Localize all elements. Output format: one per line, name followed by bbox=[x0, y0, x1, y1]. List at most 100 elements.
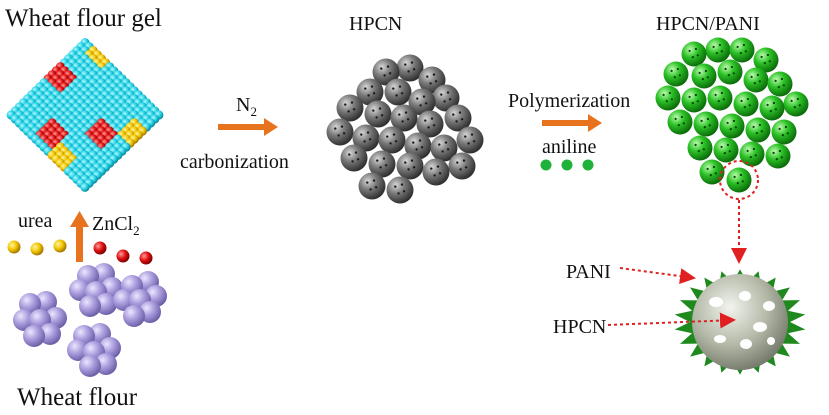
pani-sphere-pore bbox=[677, 124, 680, 127]
pani-sphere-pore bbox=[709, 174, 712, 177]
pani-sphere bbox=[765, 143, 791, 169]
pani-sphere-pore bbox=[696, 54, 699, 57]
pani-sphere-pore bbox=[712, 45, 715, 49]
hpcn-sphere-pore bbox=[412, 166, 416, 169]
hpcn-sphere bbox=[456, 126, 484, 154]
hpcn-sphere-pore bbox=[337, 134, 340, 137]
hpcn-sphere-pore bbox=[443, 100, 446, 103]
hpcn-sphere-pore bbox=[356, 158, 360, 161]
hpcn-sphere-pore bbox=[424, 102, 428, 105]
pani-sphere-pore bbox=[740, 99, 743, 102]
pani-sphere bbox=[783, 91, 809, 117]
hpcn-sphere-pore bbox=[404, 111, 408, 114]
hpcn-sphere bbox=[444, 104, 472, 132]
pani-sphere bbox=[713, 137, 739, 163]
pani-sphere bbox=[733, 91, 759, 117]
pani-sphere bbox=[729, 37, 755, 63]
hpcn-sphere-pore bbox=[416, 97, 419, 100]
hpcn-sphere-pore bbox=[352, 108, 356, 111]
hpcn-pani-title: HPCN/PANI bbox=[656, 13, 760, 35]
pani-sphere-pore bbox=[712, 165, 716, 169]
pani-sphere bbox=[667, 109, 693, 135]
hpcn-sphere-pore bbox=[366, 131, 370, 134]
pani-sphere-pore bbox=[758, 123, 762, 127]
pani-sphere bbox=[771, 119, 797, 145]
urea-label: urea bbox=[18, 210, 53, 232]
hpcn-sphere-pore bbox=[418, 139, 422, 142]
hpcn-sphere bbox=[340, 144, 368, 172]
hpcn-sphere-pore bbox=[429, 82, 432, 85]
hpcn-sphere-pore bbox=[407, 70, 410, 73]
flour-sphere bbox=[23, 325, 45, 347]
pani-sphere bbox=[739, 141, 765, 167]
pani-sphere bbox=[699, 159, 725, 185]
pani-sphere-pore bbox=[688, 95, 691, 98]
hpcn-sphere bbox=[368, 150, 396, 178]
hpcn-sphere-pore bbox=[426, 75, 429, 78]
aniline-label: aniline bbox=[542, 136, 597, 158]
n2-label: N2 bbox=[236, 95, 257, 118]
hpcn-sphere-pore bbox=[460, 118, 464, 121]
hpcn-sphere-pore bbox=[401, 120, 404, 123]
hpcn-sphere-pore bbox=[419, 104, 422, 107]
hpcn-sphere bbox=[416, 110, 444, 138]
pani-sphere-pore bbox=[732, 72, 735, 75]
pani-sphere-pore bbox=[741, 180, 744, 183]
zncl2-subscript: 2 bbox=[133, 223, 140, 238]
pani-sphere-pore bbox=[678, 74, 681, 77]
pani-sphere-pore bbox=[778, 149, 782, 153]
pani-sphere-pore bbox=[670, 98, 673, 101]
hpcn-sphere-pore bbox=[448, 98, 452, 101]
flour-sphere bbox=[79, 355, 101, 377]
pani-sphere-pore bbox=[691, 102, 694, 105]
hpcn-sphere-pore bbox=[438, 143, 441, 146]
pani-sphere-pore bbox=[724, 67, 727, 70]
pani-sphere bbox=[707, 85, 733, 111]
hpcn-sphere-pore bbox=[383, 74, 386, 77]
pani-sphere-pore bbox=[682, 122, 685, 125]
pani-sphere-pore bbox=[736, 45, 739, 49]
hpcn-sphere-pore bbox=[420, 146, 424, 149]
pani-sphere-pore bbox=[662, 93, 665, 96]
pani-sphere bbox=[719, 113, 745, 139]
hpcn-sphere-pore bbox=[430, 167, 433, 170]
pani-sphere-pore bbox=[777, 86, 780, 89]
pani-sphere-pore bbox=[780, 156, 783, 159]
pani-sphere-pore bbox=[786, 132, 789, 135]
pani-sphere-pore bbox=[769, 110, 772, 113]
pani-sphere bbox=[681, 87, 707, 113]
pani-sphere-pore bbox=[703, 126, 706, 129]
hpcn-sphere bbox=[378, 126, 406, 154]
wheat-flour-gel-lattice bbox=[6, 38, 164, 192]
wheat-flour-particles bbox=[13, 263, 167, 377]
pani-sphere bbox=[681, 41, 707, 67]
hpcn-sphere-pore bbox=[400, 183, 404, 186]
pani-sphere-pore bbox=[717, 100, 720, 103]
pani-sphere-pore bbox=[706, 167, 709, 170]
hpcn-sphere-pore bbox=[351, 160, 354, 163]
hpcn-sphere-pore bbox=[354, 151, 358, 154]
hpcn-sphere-pore bbox=[378, 107, 382, 110]
pani-sphere-pore bbox=[781, 134, 784, 137]
hpcn-sphere-pore bbox=[367, 94, 370, 97]
pani-sphere-pore bbox=[670, 69, 673, 72]
pani-sphere-pore bbox=[722, 98, 725, 101]
pani-sphere-pore bbox=[778, 127, 781, 130]
pani-sphere bbox=[655, 85, 681, 111]
hpcn-sphere-pore bbox=[379, 166, 382, 169]
pani-sphere-pore bbox=[714, 172, 717, 175]
pani-sphere-pore bbox=[700, 141, 704, 145]
hpcn-sphere-pore bbox=[455, 120, 458, 123]
hpcn-sphere-pore bbox=[350, 101, 354, 104]
hpcn-sphere bbox=[372, 58, 400, 86]
pani-sphere-pore bbox=[668, 91, 672, 95]
hpcn-sphere-pore bbox=[386, 135, 389, 138]
hpcn-sphere-pore bbox=[374, 186, 378, 189]
pani-sphere-pore bbox=[730, 65, 734, 69]
callout-highlight bbox=[719, 160, 759, 264]
hpcn-pani-cluster bbox=[655, 37, 809, 193]
hpcn-sphere-pore bbox=[400, 92, 404, 95]
hpcn-sphere-pore bbox=[372, 92, 376, 95]
hpcn-sphere-pore bbox=[427, 126, 430, 129]
pani-sphere-pore bbox=[798, 104, 801, 107]
